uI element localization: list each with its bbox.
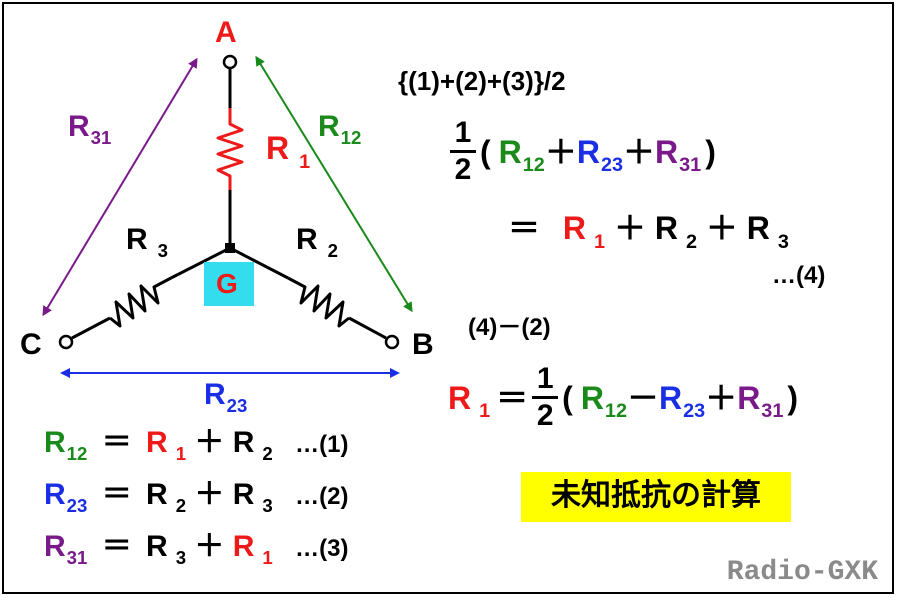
arrow-r31 <box>42 57 198 317</box>
equation-sum-half: 1 2 ( R12 ＋ R23 ＋ R31 ) <box>446 118 716 185</box>
leg-c <box>71 246 231 340</box>
node-g-highlight <box>204 262 254 306</box>
terminal-c-icon <box>58 334 74 350</box>
terminal-a-icon <box>222 54 238 70</box>
watermark: Radio-GXK <box>726 557 878 588</box>
step-label-sum: {(1)+(2)+(3)}/2 <box>398 66 566 96</box>
arrow-r12 <box>255 55 413 313</box>
node-g-label: G <box>216 268 238 299</box>
terminal-b-icon <box>384 334 400 350</box>
center-node-dot <box>225 243 235 253</box>
label-r31: R31 <box>68 110 112 149</box>
title-highlight <box>521 472 791 522</box>
step-label-diff: (4)－(2) <box>468 314 551 341</box>
equation-number-4: …(4) <box>772 262 826 289</box>
node-c-label: C <box>20 328 42 361</box>
node-a-label: A <box>215 16 237 49</box>
leg-a <box>216 68 244 248</box>
resistor-r1-icon <box>216 108 244 190</box>
fraction-half-2: 1 2 <box>532 364 559 431</box>
resistor-r3-icon <box>109 276 172 328</box>
fraction-half: 1 2 <box>450 118 476 185</box>
node-b-label: B <box>412 328 434 361</box>
leg-b <box>229 246 387 340</box>
title-box-text: 未知抵抗の計算 <box>551 478 761 513</box>
resistor-r2-icon <box>287 276 350 328</box>
label-r12: R12 <box>318 110 362 149</box>
label-r23: R23 <box>204 378 248 417</box>
